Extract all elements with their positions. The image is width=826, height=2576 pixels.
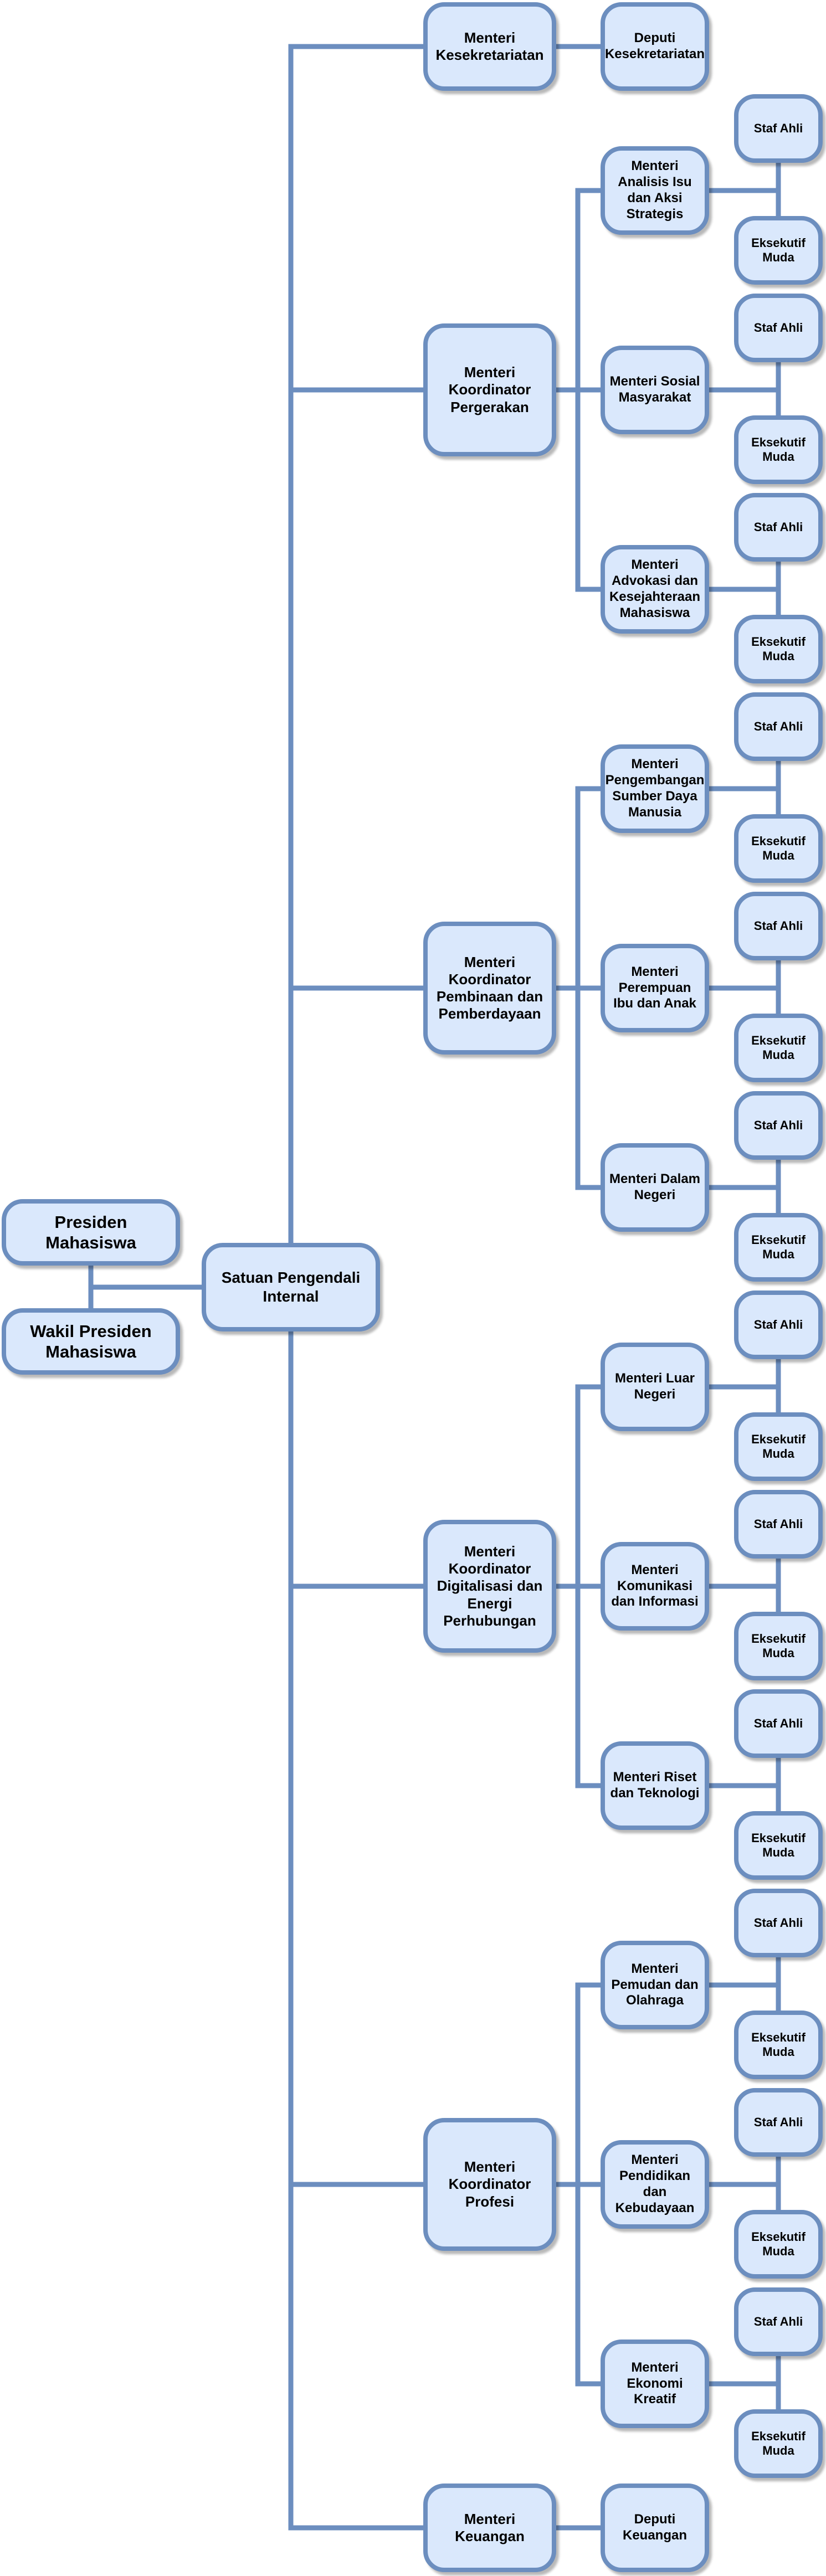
president-box: Presiden Mahasiswa — [2, 1199, 180, 1266]
eksekutif-muda-box: Eksekutif Muda — [734, 2210, 823, 2279]
eksekutif-muda-label: Eksekutif Muda — [751, 1232, 806, 1261]
eksekutif-muda-box: Eksekutif Muda — [734, 2011, 823, 2079]
ministry-box: Menteri Sosial Masyarakat — [601, 346, 709, 434]
ministry-label: Menteri Ekonomi Kreatif — [627, 2359, 683, 2407]
eksekutif-muda-label: Eksekutif Muda — [751, 1033, 806, 1062]
coordinator-box: Menteri Koordinator Pembinaan dan Pember… — [423, 922, 556, 1055]
eksekutif-muda-label: Eksekutif Muda — [751, 2229, 806, 2258]
staf-ahli-box: Staf Ahli — [734, 2088, 823, 2157]
ministry-label: Menteri Pemudan dan Olahraga — [611, 1961, 699, 2008]
eksekutif-muda-box: Eksekutif Muda — [734, 814, 823, 883]
staf-ahli-label: Staf Ahli — [753, 1716, 803, 1730]
staf-ahli-label: Staf Ahli — [753, 2314, 803, 2328]
eksekutif-muda-label: Eksekutif Muda — [751, 834, 806, 862]
staf-ahli-label: Staf Ahli — [753, 918, 803, 933]
coordinator-box: Menteri Koordinator Profesi — [423, 2118, 556, 2251]
coordinator-label: Menteri Koordinator Digitalisasi dan Ene… — [437, 1543, 543, 1629]
coordinator-label: Menteri Koordinator Profesi — [448, 2158, 531, 2210]
eksekutif-muda-box: Eksekutif Muda — [734, 1612, 823, 1680]
ministry-box: Menteri Pendidikan dan Kebudayaan — [601, 2140, 709, 2229]
eksekutif-muda-label: Eksekutif Muda — [751, 1631, 806, 1660]
ministry-box: Menteri Analisis Isu dan Aksi Strategis — [601, 146, 709, 235]
finance-minister-box: Menteri Keuangan — [423, 2484, 556, 2572]
ministry-box: Menteri Ekonomi Kreatif — [601, 2340, 709, 2428]
eksekutif-muda-label: Eksekutif Muda — [751, 1432, 806, 1461]
ministry-label: Menteri Luar Negeri — [614, 1371, 695, 1402]
secretariat-deputy-box: Deputi Kesekretariatan — [601, 2, 709, 91]
ministry-label: Menteri Pendidikan dan Kebudayaan — [615, 2152, 695, 2215]
eksekutif-muda-label: Eksekutif Muda — [751, 235, 806, 264]
secretariat-deputy-label: Deputi Kesekretariatan — [604, 30, 705, 61]
ministry-box: Menteri Dalam Negeri — [601, 1143, 709, 1232]
staf-ahli-label: Staf Ahli — [753, 2115, 803, 2129]
finance-deputy-box: Deputi Keuangan — [601, 2484, 709, 2572]
staf-ahli-label: Staf Ahli — [753, 320, 803, 335]
eksekutif-muda-label: Eksekutif Muda — [751, 2030, 806, 2059]
staf-ahli-label: Staf Ahli — [753, 121, 803, 135]
eksekutif-muda-label: Eksekutif Muda — [751, 2429, 806, 2457]
vice-president-label: Wakil Presiden Mahasiswa — [30, 1321, 152, 1361]
secretariat-minister-box: Menteri Kesekretariatan — [423, 2, 556, 91]
coordinator-box: Menteri Koordinator Pergerakan — [423, 323, 556, 456]
eksekutif-muda-box: Eksekutif Muda — [734, 615, 823, 683]
internal-control-box: Satuan Pengendali Internal — [202, 1243, 380, 1331]
eksekutif-muda-box: Eksekutif Muda — [734, 1014, 823, 1082]
finance-deputy-label: Deputi Keuangan — [622, 2512, 687, 2543]
ministry-box: Menteri Komunikasi dan Informasi — [601, 1542, 709, 1631]
staf-ahli-box: Staf Ahli — [734, 1490, 823, 1559]
staf-ahli-box: Staf Ahli — [734, 892, 823, 960]
ministry-label: Menteri Perempuan Ibu dan Anak — [613, 964, 696, 1011]
finance-minister-label: Menteri Keuangan — [455, 2510, 525, 2544]
staf-ahli-box: Staf Ahli — [734, 493, 823, 562]
ministry-label: Menteri Advokasi dan Kesejahteraan Mahas… — [609, 557, 701, 620]
staf-ahli-box: Staf Ahli — [734, 94, 823, 163]
eksekutif-muda-box: Eksekutif Muda — [734, 2409, 823, 2478]
coordinator-label: Menteri Koordinator Pembinaan dan Pember… — [436, 953, 543, 1022]
staf-ahli-box: Staf Ahli — [734, 1290, 823, 1359]
eksekutif-muda-label: Eksekutif Muda — [751, 435, 806, 464]
ministry-label: Menteri Dalam Negeri — [609, 1171, 701, 1202]
staf-ahli-label: Staf Ahli — [753, 1118, 803, 1132]
eksekutif-muda-box: Eksekutif Muda — [734, 415, 823, 484]
internal-control-label: Satuan Pengendali Internal — [221, 1269, 361, 1305]
ministry-box: Menteri Pemudan dan Olahraga — [601, 1941, 709, 2029]
ministry-label: Menteri Riset dan Teknologi — [610, 1770, 700, 1801]
ministry-box: Menteri Pengembangan Sumber Daya Manusia — [601, 744, 709, 833]
staf-ahli-box: Staf Ahli — [734, 2287, 823, 2356]
ministry-label: Menteri Sosial Masyarakat — [609, 374, 700, 405]
eksekutif-muda-box: Eksekutif Muda — [734, 1213, 823, 1282]
eksekutif-muda-box: Eksekutif Muda — [734, 1811, 823, 1880]
eksekutif-muda-label: Eksekutif Muda — [751, 1831, 806, 1859]
ministry-box: Menteri Advokasi dan Kesejahteraan Mahas… — [601, 545, 709, 634]
coordinator-box: Menteri Koordinator Digitalisasi dan Ene… — [423, 1520, 556, 1653]
ministry-label: Menteri Komunikasi dan Informasi — [611, 1562, 699, 1610]
eksekutif-muda-label: Eksekutif Muda — [751, 634, 806, 663]
coordinator-label: Menteri Koordinator Pergerakan — [448, 364, 531, 415]
secretariat-minister-label: Menteri Kesekretariatan — [435, 29, 544, 63]
eksekutif-muda-box: Eksekutif Muda — [734, 1412, 823, 1481]
ministry-label: Menteri Analisis Isu dan Aksi Strategis — [618, 158, 692, 222]
staf-ahli-box: Staf Ahli — [734, 1889, 823, 1957]
staf-ahli-label: Staf Ahli — [753, 1516, 803, 1531]
eksekutif-muda-box: Eksekutif Muda — [734, 216, 823, 285]
vice-president-box: Wakil Presiden Mahasiswa — [2, 1308, 180, 1375]
ministry-box: Menteri Riset dan Teknologi — [601, 1741, 709, 1830]
staf-ahli-label: Staf Ahli — [753, 719, 803, 733]
ministry-box: Menteri Luar Negeri — [601, 1343, 709, 1431]
ministry-box: Menteri Perempuan Ibu dan Anak — [601, 944, 709, 1032]
staf-ahli-label: Staf Ahli — [753, 1317, 803, 1331]
ministry-label: Menteri Pengembangan Sumber Daya Manusia — [605, 757, 705, 820]
staf-ahli-label: Staf Ahli — [753, 520, 803, 534]
president-label: Presiden Mahasiswa — [45, 1212, 136, 1252]
staf-ahli-box: Staf Ahli — [734, 1689, 823, 1758]
staf-ahli-box: Staf Ahli — [734, 692, 823, 761]
staf-ahli-box: Staf Ahli — [734, 1091, 823, 1160]
staf-ahli-box: Staf Ahli — [734, 294, 823, 362]
staf-ahli-label: Staf Ahli — [753, 1915, 803, 1930]
